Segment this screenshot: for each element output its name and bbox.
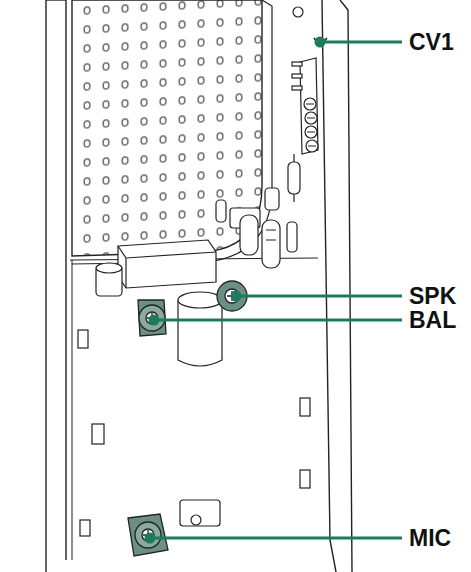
housing <box>46 0 352 572</box>
terminal-block <box>292 58 318 154</box>
callout-label: BAL <box>409 309 456 332</box>
callout-label: MIC <box>409 527 451 550</box>
trimmers <box>128 281 247 556</box>
speaker-grille <box>72 0 262 256</box>
components <box>78 154 310 536</box>
leader-lines <box>146 38 402 542</box>
cv1-contact <box>314 38 327 46</box>
callout-label: SPK <box>409 285 456 308</box>
callout-label: CV1 <box>409 31 454 54</box>
